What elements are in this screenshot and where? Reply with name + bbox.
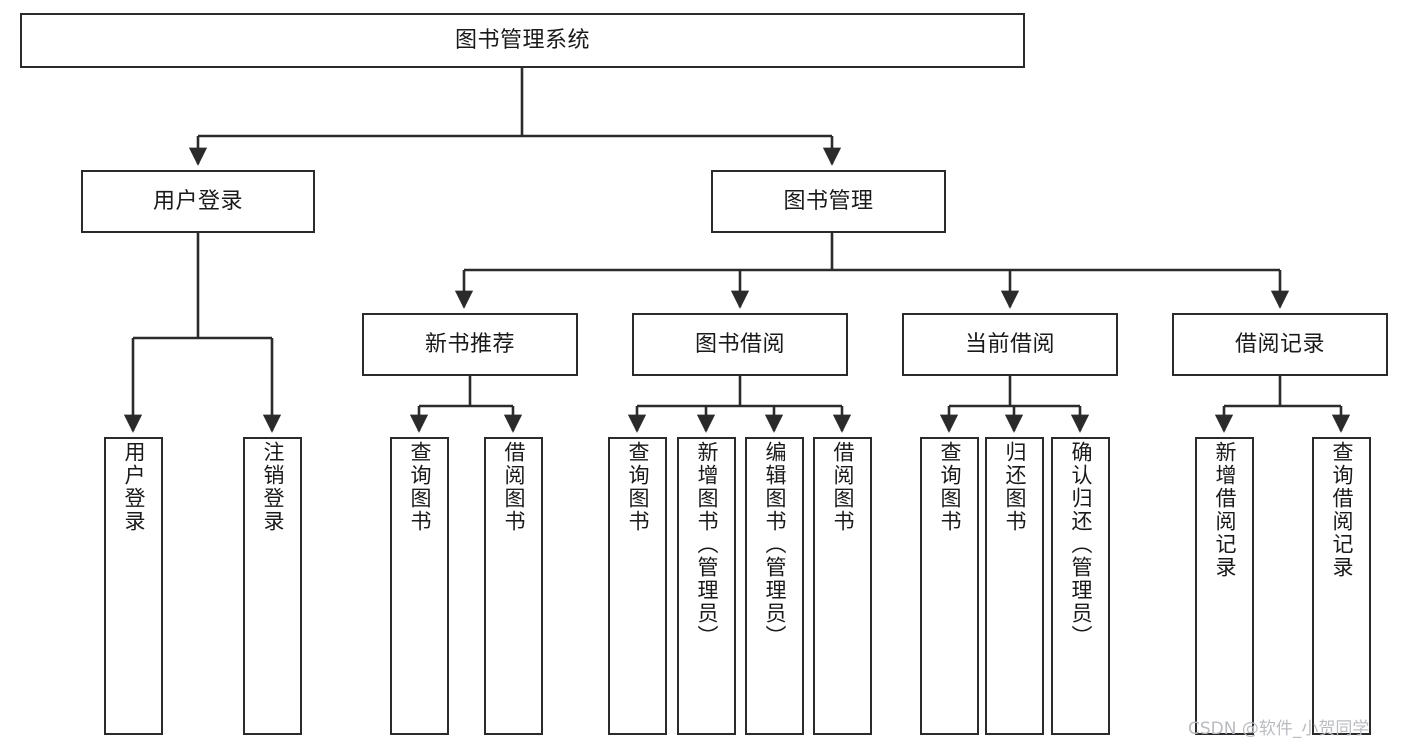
node-label: 查询借阅记录 xyxy=(1330,441,1354,579)
node-book-borrowing[interactable]: 图书借阅 xyxy=(632,313,848,376)
node-label: 当前借阅 xyxy=(964,331,1055,357)
node-label: 确认归还（管理员） xyxy=(1069,441,1093,648)
node-new-book-recommendation[interactable]: 新书推荐 xyxy=(362,313,578,376)
node-current-borrowing[interactable]: 当前借阅 xyxy=(902,313,1118,376)
node-label: 查询图书 xyxy=(626,441,650,533)
node-label: 注销登录 xyxy=(261,441,285,533)
leaf-borrow-query-book[interactable]: 查询图书 xyxy=(608,437,667,735)
node-label: 用户登录 xyxy=(152,188,243,214)
leaf-borrow-borrow-book[interactable]: 借阅图书 xyxy=(813,437,872,735)
node-label: 借阅图书 xyxy=(502,441,526,533)
node-label: 用户登录 xyxy=(122,441,146,533)
leaf-record-add-record[interactable]: 新增借阅记录 xyxy=(1195,437,1254,735)
node-label: 新增借阅记录 xyxy=(1213,441,1237,579)
node-label: 查询图书 xyxy=(408,441,432,533)
leaf-current-return-book[interactable]: 归还图书 xyxy=(985,437,1044,735)
node-root-book-management-system[interactable]: 图书管理系统 xyxy=(20,13,1025,68)
node-label: 归还图书 xyxy=(1003,441,1027,533)
node-label: 编辑图书（管理员） xyxy=(763,441,787,648)
node-label: 借阅记录 xyxy=(1234,331,1325,357)
node-label: 图书管理系统 xyxy=(454,27,590,53)
node-label: 新书推荐 xyxy=(424,331,515,357)
leaf-borrow-edit-book-admin[interactable]: 编辑图书（管理员） xyxy=(745,437,804,735)
node-label: 图书借阅 xyxy=(694,331,785,357)
leaf-borrow-add-book-admin[interactable]: 新增图书（管理员） xyxy=(677,437,736,735)
node-user-login[interactable]: 用户登录 xyxy=(81,170,315,233)
node-book-management[interactable]: 图书管理 xyxy=(711,170,946,233)
node-borrow-records[interactable]: 借阅记录 xyxy=(1172,313,1388,376)
leaf-current-query-book[interactable]: 查询图书 xyxy=(920,437,979,735)
leaf-new-book-query[interactable]: 查询图书 xyxy=(390,437,449,735)
leaf-user-login-login[interactable]: 用户登录 xyxy=(104,437,163,735)
leaf-current-confirm-return-admin[interactable]: 确认归还（管理员） xyxy=(1051,437,1110,735)
leaf-user-login-logout[interactable]: 注销登录 xyxy=(243,437,302,735)
node-label: 查询图书 xyxy=(938,441,962,533)
node-label: 图书管理 xyxy=(783,188,874,214)
leaf-record-query-record[interactable]: 查询借阅记录 xyxy=(1312,437,1371,735)
watermark: CSDN @软件_小贺同学 xyxy=(1188,719,1370,739)
leaf-new-book-borrow[interactable]: 借阅图书 xyxy=(484,437,543,735)
node-label: 新增图书（管理员） xyxy=(695,441,719,648)
node-label: 借阅图书 xyxy=(831,441,855,533)
